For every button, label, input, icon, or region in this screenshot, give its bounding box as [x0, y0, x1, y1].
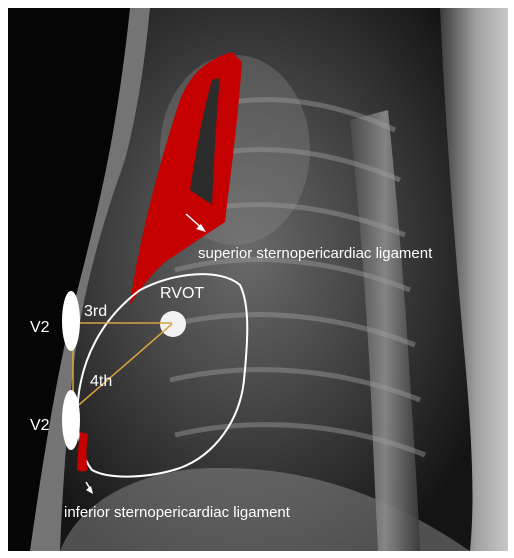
rvot-label: RVOT [160, 285, 204, 302]
third-intercostal-label: 3rd [84, 303, 107, 320]
rvot-marker [160, 311, 186, 337]
inferior-ligament-label: inferior sternopericardiac ligament [64, 504, 291, 521]
fourth-intercostal-label: 4th [90, 373, 112, 390]
v2-lower-electrode-icon [62, 390, 80, 450]
v2-upper-electrode-icon [62, 291, 80, 351]
v2-upper-label: V2 [30, 319, 50, 336]
v2-lower-label: V2 [30, 417, 50, 434]
superior-ligament-label: superior sternopericardiac ligament [198, 245, 433, 262]
